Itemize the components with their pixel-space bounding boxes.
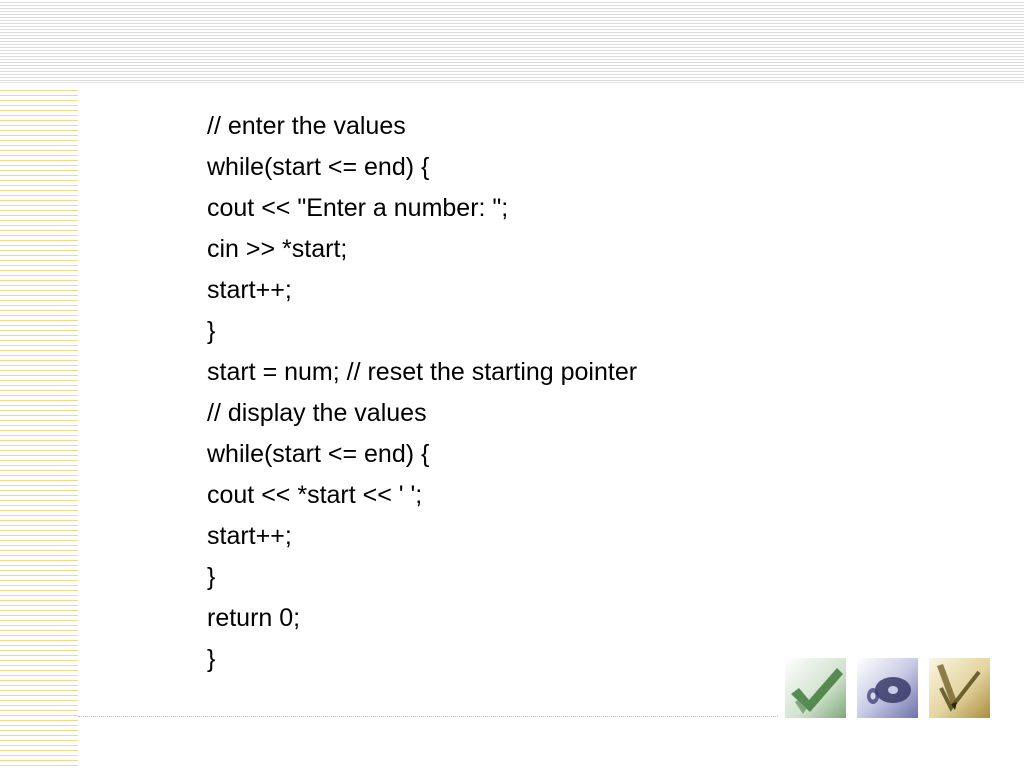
code-line-13: return 0; [207, 604, 301, 632]
code-line-5: start++; [207, 276, 292, 304]
left-stripe-band [0, 86, 78, 768]
green-checkmark-icon [785, 658, 846, 718]
header-stripe-band [0, 0, 1024, 82]
code-line-2: while(start <= end) { [207, 153, 430, 181]
header-divider [0, 82, 1024, 83]
code-line-14: } [207, 645, 216, 673]
code-line-6: } [207, 317, 216, 345]
code-line-7: start = num; // reset the starting point… [207, 358, 638, 386]
footer-dotted-divider [78, 716, 778, 717]
pen-checkmark-icon [929, 658, 990, 718]
code-line-10: cout << *start << ' '; [207, 481, 423, 509]
code-line-3: cout << "Enter a number: "; [207, 194, 509, 222]
code-line-11: start++; [207, 522, 292, 550]
code-listing: // enter the values while(start <= end) … [207, 108, 637, 682]
decorative-thumbnails [785, 658, 995, 718]
code-line-9: while(start <= end) { [207, 440, 430, 468]
code-line-4: cin >> *start; [207, 235, 348, 263]
disc-icon [857, 658, 918, 718]
code-line-8: // display the values [207, 399, 427, 427]
code-line-1: // enter the values [207, 112, 406, 140]
code-line-12: } [207, 563, 216, 591]
